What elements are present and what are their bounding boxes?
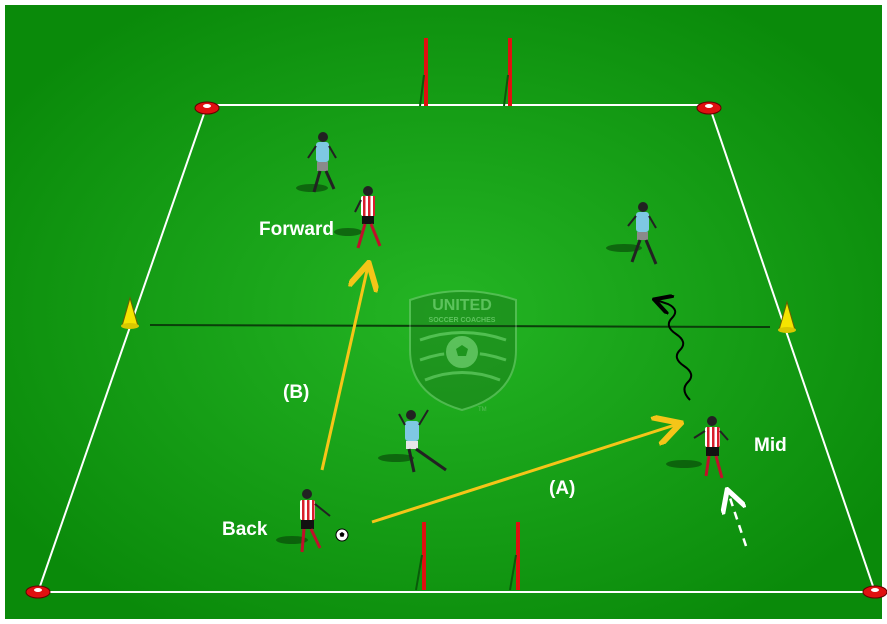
corner-marker-top-left [194,101,220,115]
label-pass-a: (A) [549,478,576,499]
logo-watermark: UNITED SOCCER COACHES TM [409,290,517,413]
halfway-line [149,324,771,328]
player-mid [666,416,729,479]
player-light-blue-top-left [296,132,337,193]
run-arrow [728,492,748,547]
bottom-goal [415,522,520,591]
logo-sub-text: SOCCER COACHES [429,317,496,324]
player-forward [334,186,382,249]
logo-mark: TM [478,407,487,413]
corner-marker-top-right [696,101,722,115]
soccer-ball [335,528,349,542]
player-light-blue-top-right [606,202,658,265]
logo-top-text: UNITED [432,297,492,314]
pass-arrow-a [371,424,678,524]
label-back: Back [222,519,268,540]
pass-arrow-b [320,266,368,471]
label-forward: Forward [259,219,334,240]
cone-left [121,296,139,329]
player-light-blue-middle [378,409,447,473]
top-goal [419,38,512,107]
dribble-arrow [656,300,693,401]
label-mid: Mid [754,435,787,456]
corner-marker-bottom-left [25,585,51,599]
player-back [276,489,331,553]
label-pass-b: (B) [283,382,310,403]
corner-marker-bottom-right [862,585,887,599]
cone-right [778,300,796,333]
